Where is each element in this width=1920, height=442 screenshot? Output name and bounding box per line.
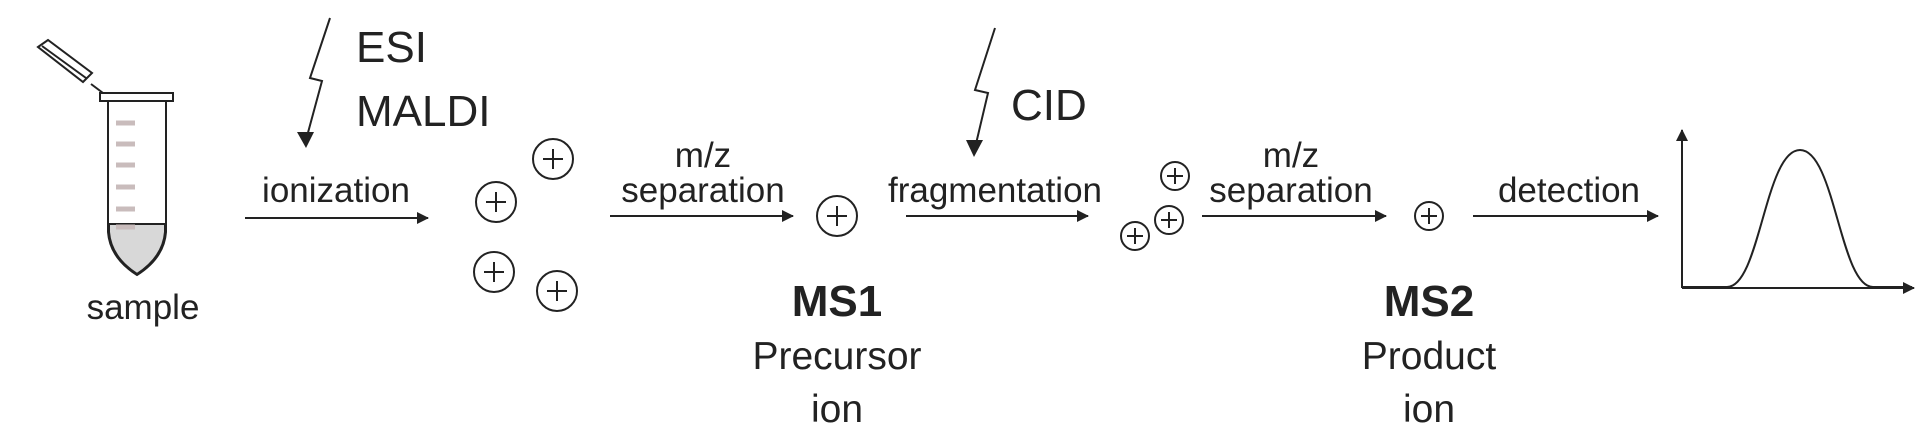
ms2-ion-label: ion bbox=[1402, 388, 1456, 431]
fragmentation-label: fragmentation bbox=[887, 171, 1103, 210]
plus-ion-icon bbox=[475, 181, 517, 223]
plus-ion-icon bbox=[816, 195, 858, 237]
lightning-arrowhead bbox=[966, 140, 983, 157]
lightning-arrowhead bbox=[297, 132, 314, 148]
spectrum-peak-icon bbox=[1676, 129, 1915, 294]
plus-ion-icon bbox=[1160, 161, 1190, 191]
detection-label: detection bbox=[1497, 171, 1641, 210]
ms1-ion-label: ion bbox=[810, 388, 864, 431]
ms1-title: MS1 bbox=[791, 277, 883, 326]
separation-1-label: separation bbox=[621, 171, 785, 210]
sample-tube-icon bbox=[36, 38, 174, 277]
fragmentation-method-cid: CID bbox=[1011, 81, 1087, 130]
ionization-label: ionization bbox=[262, 171, 410, 210]
ionization-method-esi: ESI bbox=[356, 23, 427, 72]
plus-ion-icon bbox=[532, 138, 574, 180]
ms1-precursor-label: Precursor bbox=[752, 335, 922, 378]
separation-2-mz-label: m/z bbox=[1262, 136, 1320, 175]
plus-ion-icon bbox=[1154, 205, 1184, 235]
ms2-product-label: Product bbox=[1361, 335, 1497, 378]
plus-ion-icon bbox=[536, 270, 578, 312]
separation-1-mz-label: m/z bbox=[674, 136, 732, 175]
plus-ion-icon bbox=[473, 251, 515, 293]
separation-2-label: separation bbox=[1209, 171, 1373, 210]
lightning-icon bbox=[973, 27, 996, 149]
ms2-title: MS2 bbox=[1383, 277, 1475, 326]
plus-ion-icon bbox=[1414, 201, 1444, 231]
lightning-icon bbox=[305, 17, 331, 141]
ionization-method-maldi: MALDI bbox=[356, 87, 491, 136]
sample-label: sample bbox=[86, 288, 200, 327]
plus-ion-icon bbox=[1120, 221, 1150, 251]
